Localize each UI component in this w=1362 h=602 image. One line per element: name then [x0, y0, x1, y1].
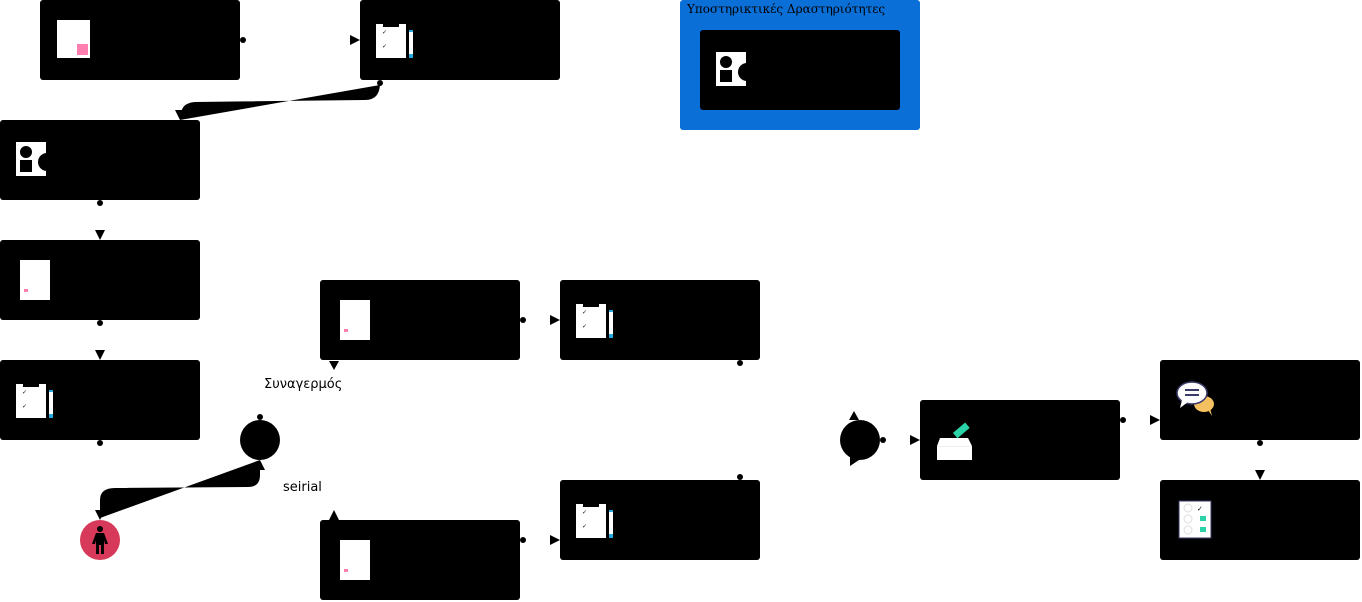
- chat-bubbles-icon: [1176, 381, 1214, 416]
- ballot-box-icon: [937, 422, 972, 460]
- clipboard-icon: ✓✓: [576, 302, 613, 338]
- svg-text:✓: ✓: [22, 403, 27, 410]
- serial-label: seirial: [283, 480, 322, 495]
- svg-text:✓: ✓: [582, 309, 587, 316]
- task-shapes[interactable]: [700, 30, 900, 110]
- support-activities-group: Υποστηρικτικές Δραστηριότητες: [680, 0, 920, 130]
- task-survey[interactable]: ✓: [1160, 480, 1360, 560]
- task-shapes[interactable]: [0, 120, 200, 200]
- shapes-icon: [16, 142, 56, 176]
- document-icon: [20, 260, 50, 300]
- parallel-gateway[interactable]: [240, 420, 280, 460]
- clipboard-icon: ✓✓: [16, 382, 53, 418]
- start-event[interactable]: [80, 520, 120, 560]
- shapes-icon: [716, 52, 756, 86]
- task-discussion[interactable]: [1160, 360, 1360, 440]
- task-document[interactable]: [320, 280, 520, 360]
- task-checklist[interactable]: ✓✓: [560, 480, 760, 560]
- task-checklist[interactable]: ✓✓: [560, 280, 760, 360]
- clipboard-icon: ✓✓: [376, 22, 413, 58]
- svg-text:✓: ✓: [382, 29, 387, 36]
- task-vote[interactable]: [920, 400, 1120, 480]
- group-title: Υποστηρικτικές Δραστηριότητες: [687, 2, 886, 16]
- document-icon: [340, 300, 370, 340]
- document-icon: [340, 540, 370, 580]
- task-checklist[interactable]: ✓✓: [0, 360, 200, 440]
- svg-text:✓: ✓: [582, 509, 587, 516]
- alarm-label: Συναγερμός: [264, 377, 343, 392]
- clipboard-icon: ✓✓: [576, 502, 613, 538]
- survey-icon: ✓: [1178, 500, 1212, 539]
- person-icon: [92, 526, 108, 554]
- svg-text:✓: ✓: [582, 523, 587, 530]
- svg-text:✓: ✓: [22, 389, 27, 396]
- svg-text:✓: ✓: [382, 43, 387, 50]
- task-document[interactable]: [40, 0, 240, 80]
- exclusive-gateway[interactable]: [840, 420, 880, 460]
- svg-text:✓: ✓: [1197, 505, 1203, 513]
- svg-text:✓: ✓: [582, 323, 587, 330]
- task-document[interactable]: [320, 520, 520, 600]
- task-checklist[interactable]: ✓✓: [360, 0, 560, 80]
- document-icon: [57, 20, 90, 58]
- task-document[interactable]: [0, 240, 200, 320]
